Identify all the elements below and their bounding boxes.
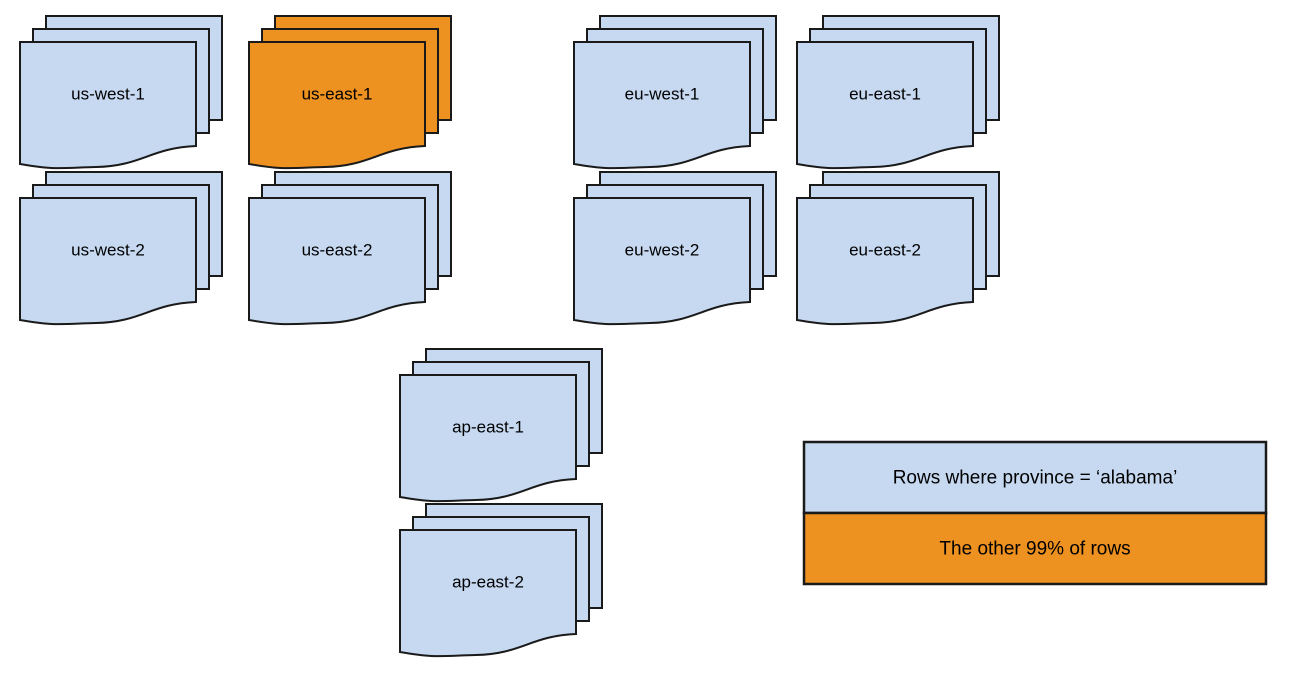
stack-layer-front[interactable]	[796, 197, 974, 326]
document-stack-eu-west-2[interactable]: eu-west-2	[573, 171, 777, 326]
stack-layer-front[interactable]	[399, 374, 577, 503]
stack-layer-front[interactable]	[248, 41, 426, 170]
document-stack-us-west-1[interactable]: us-west-1	[19, 15, 223, 170]
stack-layer-front[interactable]	[19, 197, 197, 326]
document-stack-us-west-2[interactable]: us-west-2	[19, 171, 223, 326]
document-stack-eu-east-2[interactable]: eu-east-2	[796, 171, 1000, 326]
stack-layer-front[interactable]	[399, 529, 577, 658]
legend-row-normal-swatch	[802, 440, 1268, 515]
stack-layer-front[interactable]	[248, 197, 426, 326]
stack-layer-front[interactable]	[19, 41, 197, 170]
stack-layer-front[interactable]	[573, 197, 751, 326]
document-stack-ap-east-1[interactable]: ap-east-1	[399, 348, 603, 503]
document-stack-ap-east-2[interactable]: ap-east-2	[399, 503, 603, 658]
stack-layer-front[interactable]	[573, 41, 751, 170]
document-stack-us-east-2[interactable]: us-east-2	[248, 171, 452, 326]
legend-group: Rows where province = ‘alabama’The other…	[802, 440, 1268, 586]
stack-layer-front[interactable]	[796, 41, 974, 170]
document-stack-eu-west-1[interactable]: eu-west-1	[573, 15, 777, 170]
document-stack-us-east-1[interactable]: us-east-1	[248, 15, 452, 170]
legend-row-highlight-swatch	[802, 511, 1268, 586]
document-stack-eu-east-1[interactable]: eu-east-1	[796, 15, 1000, 170]
